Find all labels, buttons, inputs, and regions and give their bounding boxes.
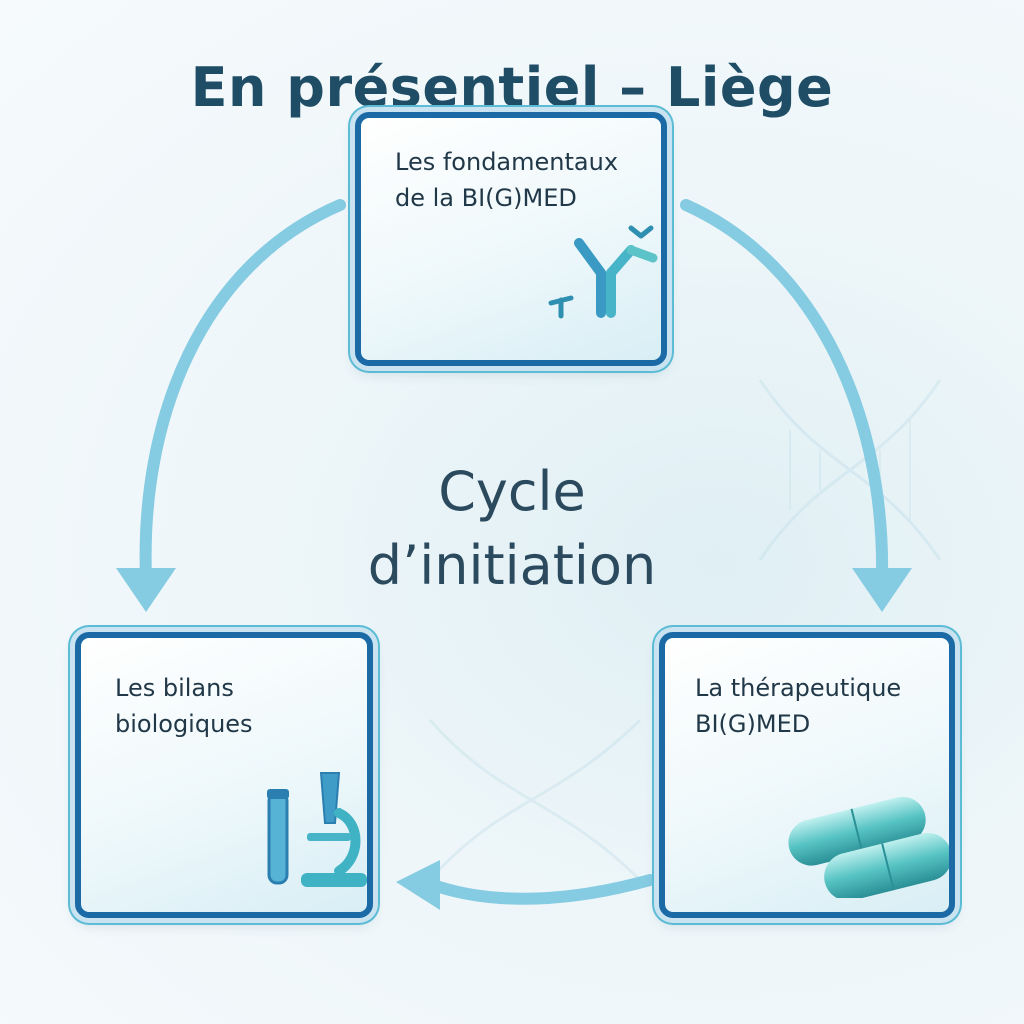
cycle-title: Cycle d’initiation	[262, 455, 762, 603]
card-fundamentals: Les fondamentaux de la BI(G)MED	[355, 112, 667, 366]
arrow-top-to-right	[680, 199, 889, 584]
card-biological-assessments: Les bilans biologiques	[75, 632, 373, 918]
card-biological-label: Les bilans biologiques	[115, 670, 253, 742]
microscope-icon	[267, 772, 367, 887]
card-therapeutics: La thérapeutique BI(G)MED	[659, 632, 955, 918]
card-fundamentals-line-2: de la BI(G)MED	[395, 184, 577, 212]
card-fundamentals-line-1: Les fondamentaux	[395, 148, 619, 176]
card-biological-line-2: biologiques	[115, 710, 253, 738]
arrow-right-to-left	[414, 874, 656, 905]
cycle-title-line-1: Cycle	[438, 460, 586, 523]
capsule-icon	[788, 796, 949, 898]
card-fundamentals-label: Les fondamentaux de la BI(G)MED	[395, 144, 618, 216]
page-title: En présentiel – Liège	[190, 56, 834, 120]
card-biological-line-1: Les bilans	[115, 674, 234, 702]
card-therapeutics-line-1: La thérapeutique	[695, 674, 902, 702]
arrow-left-to-top	[139, 199, 346, 584]
arrowhead-right	[852, 568, 912, 612]
arrowhead-left	[116, 568, 176, 612]
card-therapeutics-label: La thérapeutique BI(G)MED	[695, 670, 901, 742]
arrowhead-bottom	[396, 860, 440, 910]
cycle-title-line-2: d’initiation	[367, 534, 657, 597]
antibody-icon	[548, 225, 658, 319]
card-therapeutics-line-2: BI(G)MED	[695, 710, 811, 738]
